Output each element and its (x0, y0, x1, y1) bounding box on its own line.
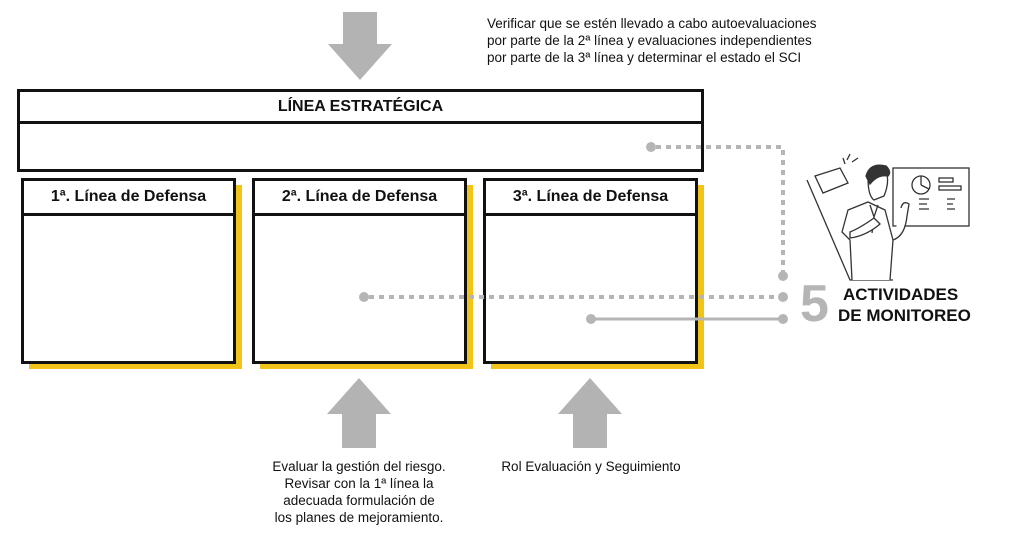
strategic-line-title: LÍNEA ESTRATÉGICA (20, 92, 701, 124)
top-note-line: por parte de la 3ª línea y determinar el… (487, 50, 802, 65)
component-number: 5 (800, 275, 829, 333)
third-line-note-line: Rol Evaluación y Seguimiento (501, 459, 681, 474)
second-line-defense-title: 2ª. Línea de Defensa (255, 181, 464, 216)
top-note-line: Verificar que se estén llevado a cabo au… (487, 16, 817, 31)
component-title-line2: DE MONITOREO (838, 306, 971, 325)
top-note: Verificar que se estén llevado a cabo au… (487, 15, 816, 66)
second-line-defense-box: 2ª. Línea de Defensa (252, 178, 467, 364)
monitoring-person-illustration (806, 153, 970, 281)
third-line-defense-box: 3ª. Línea de Defensa (483, 178, 698, 364)
second-line-note-line: Revisar con la 1ª línea la (284, 476, 434, 491)
strategic-line-box: LÍNEA ESTRATÉGICA (17, 89, 704, 172)
third-line-defense-title: 3ª. Línea de Defensa (486, 181, 695, 216)
up-arrow-third-line (558, 378, 622, 448)
first-line-defense-title: 1ª. Línea de Defensa (24, 181, 233, 216)
down-arrow (328, 12, 392, 80)
up-arrow-second-line (327, 378, 391, 448)
first-line-defense-box: 1ª. Línea de Defensa (21, 178, 236, 364)
second-line-note-line: los planes de mejoramiento. (274, 510, 444, 525)
second-line-note-line: adecuada formulación de (283, 493, 435, 508)
top-note-line: por parte de la 2ª línea y evaluaciones … (487, 33, 812, 48)
component-title: ACTIVIDADES DE MONITOREO (838, 284, 971, 326)
second-line-note: Evaluar la gestión del riesgo. Revisar c… (254, 458, 464, 526)
third-line-note: Rol Evaluación y Seguimiento (484, 458, 698, 475)
second-line-note-line: Evaluar la gestión del riesgo. (272, 459, 446, 474)
component-title-line1: ACTIVIDADES (843, 285, 959, 304)
